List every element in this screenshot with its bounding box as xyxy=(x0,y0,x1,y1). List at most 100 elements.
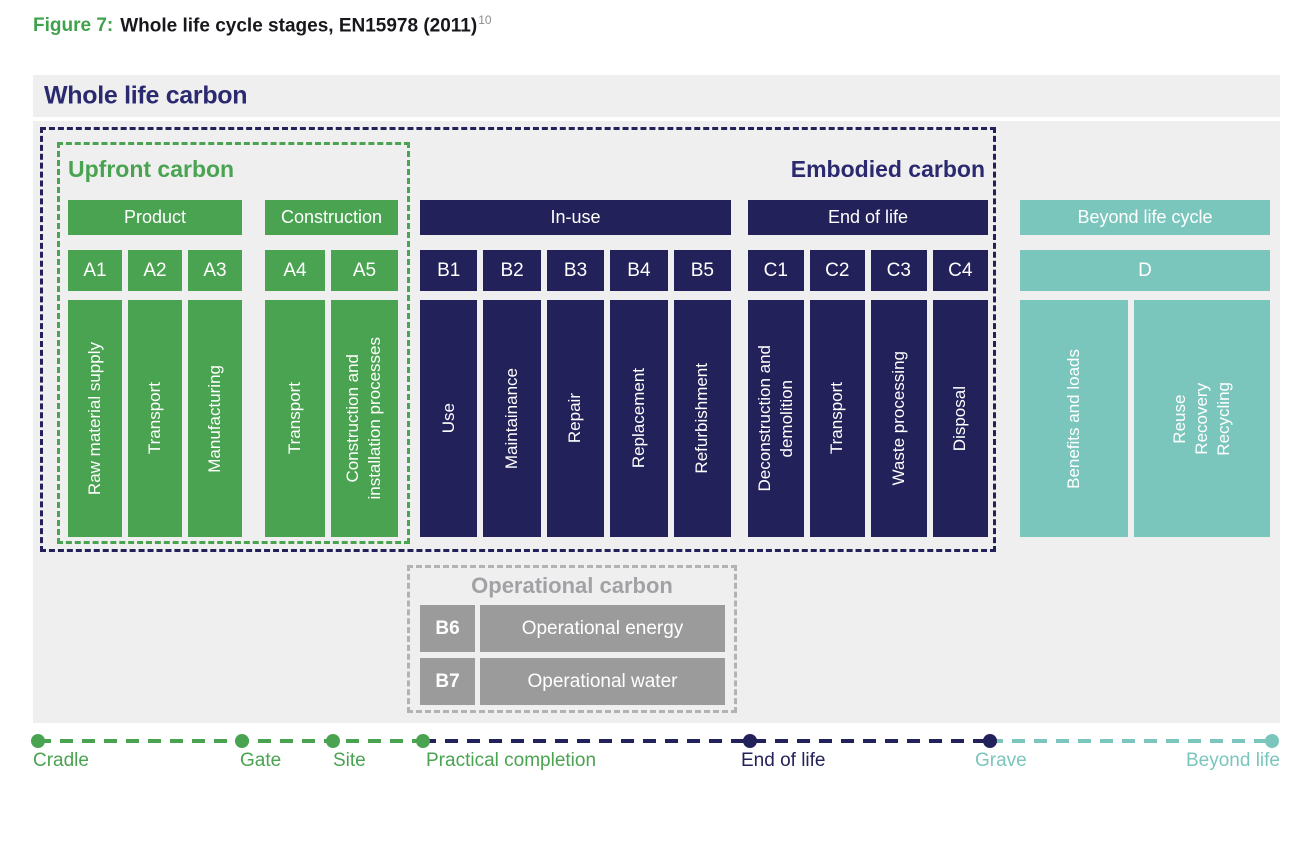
timeline-segment-completion-to-grave xyxy=(423,739,990,743)
stage-code-b5: B5 xyxy=(673,250,732,291)
timeline-dot-beyond-life xyxy=(1265,734,1279,748)
whole-life-carbon-header-band: Whole life carbon xyxy=(33,75,1280,117)
stage-code-b2: B2 xyxy=(483,250,541,291)
stage-label: Disposal xyxy=(950,385,970,452)
stage-code-d: D xyxy=(1020,250,1270,291)
figure-caption: Figure 7: Whole life cycle stages, EN1597… xyxy=(33,13,492,37)
stage-label: Transport xyxy=(144,382,164,455)
figure-number: Figure 7: xyxy=(33,15,114,37)
group-product: Product A1 A2 A3 Raw material supply Tra… xyxy=(68,200,242,537)
upfront-carbon-label: Upfront carbon xyxy=(68,156,235,182)
codes-row-in-use: B1 B2 B3 B4 B5 xyxy=(420,250,732,291)
stage-code-a1: A1 xyxy=(68,250,122,291)
stage-code-a3: A3 xyxy=(188,250,242,291)
stage-label: Use xyxy=(438,403,458,434)
embodied-carbon-scope-outline xyxy=(40,127,996,552)
stage-code-a4: A4 xyxy=(265,250,325,291)
group-end-of-life: End of life C1 C2 C3 C4 Deconstruction a… xyxy=(748,200,988,537)
timeline-label-grave: Grave xyxy=(975,750,1027,771)
figure-title-text: Whole life cycle stages, EN15978 (2011) xyxy=(120,15,478,37)
stage-maintainance: Maintainance xyxy=(483,300,541,537)
stage-code-c4: C4 xyxy=(932,250,988,291)
group-header-end-of-life: End of life xyxy=(748,200,988,235)
stages-row-end-of-life: Deconstruction and demolition Transport … xyxy=(748,300,988,537)
timeline-label-gate: Gate xyxy=(240,750,282,771)
stages-row-in-use: Use Maintainance Repair Replacement Refu… xyxy=(420,300,732,537)
upfront-carbon-scope-outline xyxy=(57,142,410,544)
stage-replacement: Replacement xyxy=(610,300,668,537)
stage-label: Transport xyxy=(284,382,304,455)
stages-row-construction: Transport Construction and installation … xyxy=(265,300,398,537)
operational-row-b7: B7 Operational water xyxy=(420,658,725,705)
operational-carbon-label: Operational carbon xyxy=(471,573,673,598)
stage-label: Refurbishment xyxy=(692,363,712,474)
stage-code-b1: B1 xyxy=(420,250,478,291)
stage-code-c2: C2 xyxy=(809,250,865,291)
timeline-dot-grave xyxy=(983,734,997,748)
operational-rows: B6 Operational energy B7 Operational wat… xyxy=(420,605,725,705)
stage-transport-c2: Transport xyxy=(809,300,865,537)
stage-label: Deconstruction and demolition xyxy=(754,345,796,492)
stage-label: Waste processing xyxy=(888,351,908,486)
codes-row-product: A1 A2 A3 xyxy=(68,250,242,291)
codes-row-construction: A4 A5 xyxy=(265,250,398,291)
timeline-label-site: Site xyxy=(333,750,366,771)
stage-use: Use xyxy=(420,300,478,537)
stage-label: Maintainance xyxy=(502,367,522,470)
group-header-in-use: In-use xyxy=(420,200,731,235)
stage-code-b4: B4 xyxy=(610,250,668,291)
stage-refurbishment: Refurbishment xyxy=(673,300,732,537)
stage-code-a2: A2 xyxy=(128,250,182,291)
timeline-dot-end-of-life xyxy=(743,734,757,748)
timeline-dot-gate xyxy=(235,734,249,748)
stage-deconstruction-demolition: Deconstruction and demolition xyxy=(748,300,804,537)
stage-code-b3: B3 xyxy=(546,250,605,291)
stage-raw-material-supply: Raw material supply xyxy=(68,300,122,537)
stage-label: Raw material supply xyxy=(84,341,104,496)
group-header-construction: Construction xyxy=(265,200,398,235)
timeline-label-practical-completion: Practical completion xyxy=(426,750,597,771)
timeline-label-end-of-life: End of life xyxy=(741,750,826,771)
timeline-segment-grave-to-beyond xyxy=(990,739,1272,743)
group-header-product: Product xyxy=(68,200,242,235)
stage-operational-water: Operational water xyxy=(480,658,725,705)
stage-code-b7: B7 xyxy=(420,658,475,705)
codes-row-beyond: D xyxy=(1020,250,1270,291)
stage-code-c3: C3 xyxy=(871,250,927,291)
timeline-label-cradle: Cradle xyxy=(33,750,89,771)
operational-carbon-scope-outline: Operational carbon B6 Operational energy… xyxy=(407,565,737,713)
timeline-dot-practical-completion xyxy=(416,734,430,748)
stage-waste-processing: Waste processing xyxy=(871,300,927,537)
stage-construction-installation: Construction and installation processes xyxy=(331,300,398,537)
group-header-beyond-life-cycle: Beyond life cycle xyxy=(1020,200,1270,235)
embodied-carbon-label: Embodied carbon xyxy=(790,156,985,182)
stage-label: Replacement xyxy=(628,368,648,469)
stage-disposal: Disposal xyxy=(932,300,988,537)
stage-label: Manufacturing xyxy=(204,364,224,473)
footnote-reference: 10 xyxy=(478,13,492,27)
stage-transport-a2: Transport xyxy=(128,300,182,537)
stage-code-b6: B6 xyxy=(420,605,475,652)
stage-code-a5: A5 xyxy=(331,250,398,291)
stage-code-c1: C1 xyxy=(748,250,804,291)
stage-benefits-and-loads: Benefits and loads xyxy=(1020,300,1128,537)
group-construction: Construction A4 A5 Transport Constructio… xyxy=(265,200,398,537)
stage-label: Reuse Recovery Recycling xyxy=(1169,381,1234,456)
stage-transport-a4: Transport xyxy=(265,300,325,537)
stage-manufacturing: Manufacturing xyxy=(188,300,242,537)
whole-life-carbon-title: Whole life carbon xyxy=(44,81,248,110)
stage-repair: Repair xyxy=(546,300,605,537)
timeline-label-beyond-life: Beyond life xyxy=(1185,750,1280,771)
codes-row-end-of-life: C1 C2 C3 C4 xyxy=(748,250,988,291)
stage-label: Construction and installation processes xyxy=(343,337,385,500)
timeline-dot-cradle xyxy=(31,734,45,748)
operational-row-b6: B6 Operational energy xyxy=(420,605,725,652)
stage-operational-energy: Operational energy xyxy=(480,605,725,652)
stages-row-product: Raw material supply Transport Manufactur… xyxy=(68,300,242,537)
stage-label: Benefits and loads xyxy=(1063,348,1083,489)
stage-label: Transport xyxy=(827,382,847,455)
stage-label: Repair xyxy=(565,393,585,444)
group-beyond-life-cycle: Beyond life cycle D Benefits and loads R… xyxy=(1020,200,1270,537)
stages-row-beyond: Benefits and loads Reuse Recovery Recycl… xyxy=(1020,300,1270,537)
